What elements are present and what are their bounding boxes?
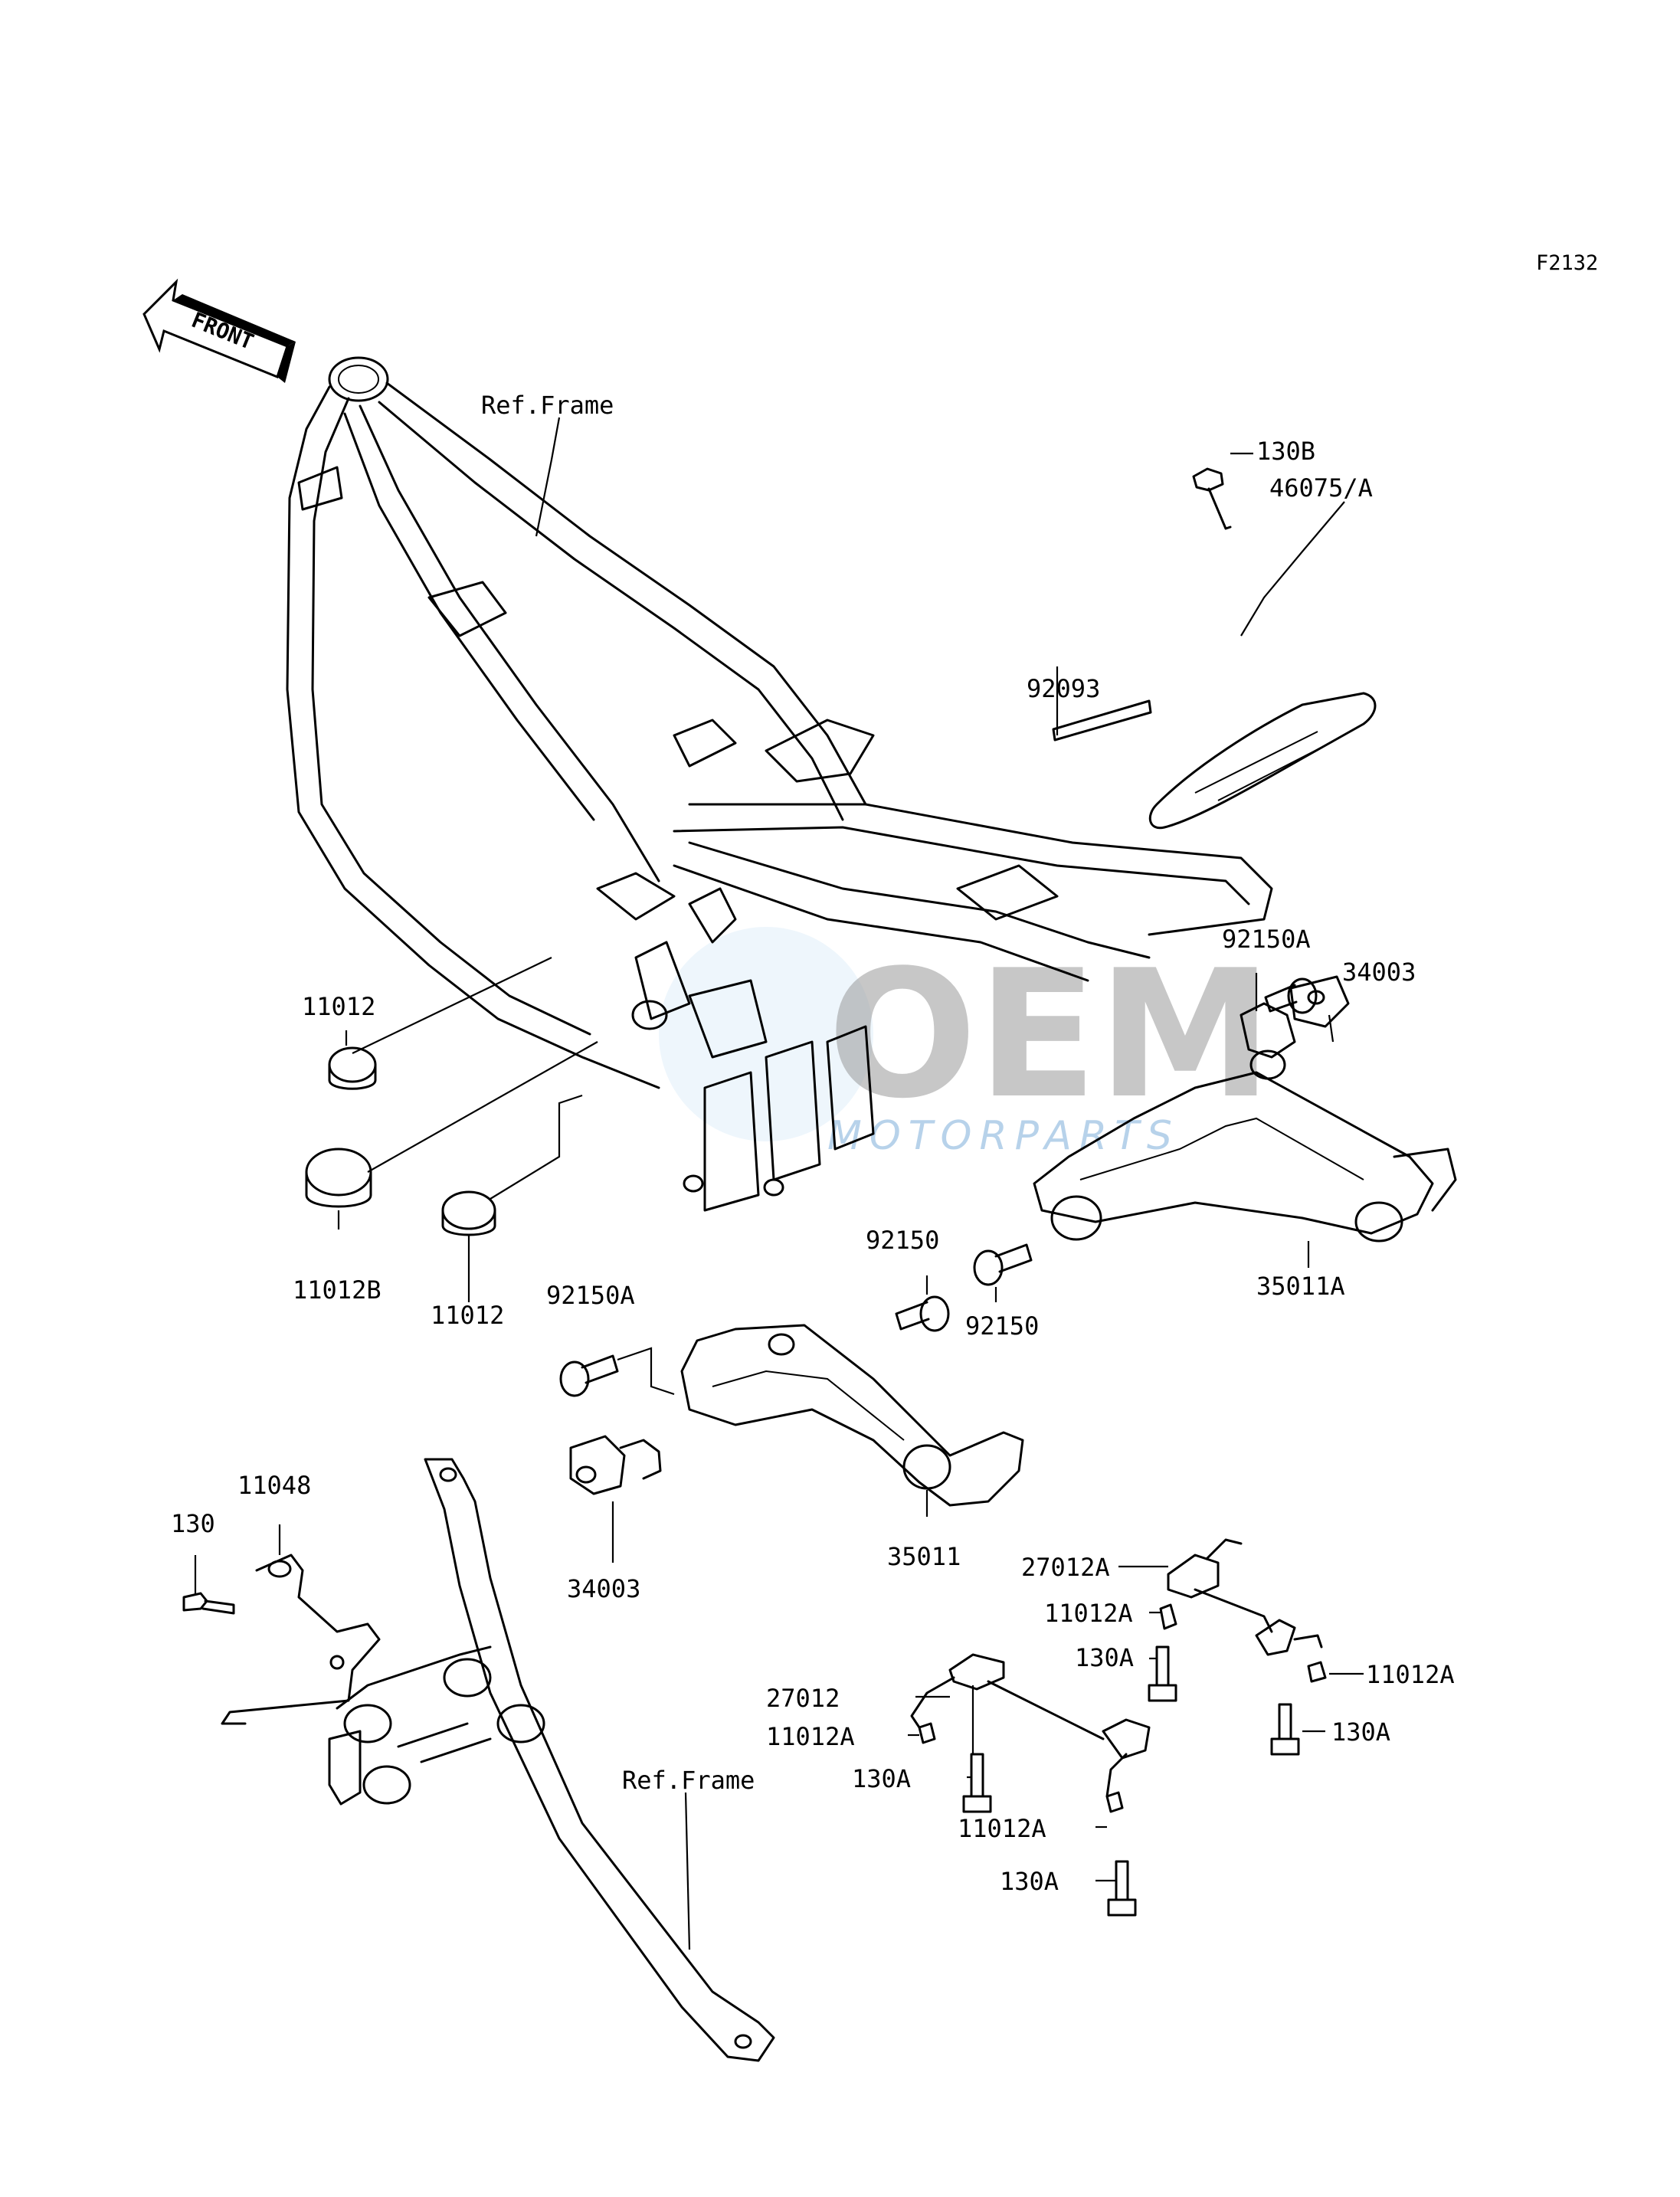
label-130A-b: 130A (1331, 1717, 1390, 1747)
label-35011: 35011 (887, 1542, 961, 1571)
bolt-130A-icons (962, 1645, 1300, 1917)
frame-drawing (286, 356, 1273, 1212)
label-11012B: 11012B (293, 1275, 382, 1305)
label-11012-mid: 11012 (431, 1301, 504, 1330)
bolt-92150-right-icon (973, 1243, 1033, 1286)
label-11012A-a: 11012A (1044, 1599, 1133, 1628)
plug-11012B-icon (305, 1148, 372, 1208)
label-11048: 11048 (237, 1471, 311, 1500)
label-11012A-c: 11012A (766, 1722, 855, 1751)
label-92150-bottom: 92150 (965, 1311, 1039, 1341)
plug-11012-left-icon (328, 1046, 377, 1090)
label-130A-c: 130A (852, 1764, 911, 1793)
label-34003-left: 34003 (567, 1574, 640, 1603)
label-130A-d: 130A (1000, 1867, 1059, 1896)
label-34003-right: 34003 (1342, 958, 1416, 987)
label-ref-frame-top: Ref.Frame (481, 391, 614, 420)
label-130: 130 (171, 1509, 215, 1538)
frame-rail (424, 1458, 775, 2062)
bolt-92150-mid-icon (895, 1295, 950, 1332)
bolt-130-icon (182, 1592, 235, 1615)
part-labels: Ref.Frame 130B 46075/A 92093 92150A 3400… (171, 391, 1455, 1896)
part-11048 (221, 1554, 545, 1806)
label-ref-frame-bottom: Ref.Frame (622, 1766, 755, 1795)
part-35011 (569, 1324, 1024, 1507)
label-27012A: 27012A (1021, 1553, 1110, 1582)
label-92150A-right: 92150A (1222, 925, 1311, 954)
label-92150A-left: 92150A (546, 1281, 635, 1310)
label-11012A-b: 11012A (1366, 1660, 1455, 1689)
cap-11012A-icons (918, 1603, 1327, 1813)
watermark: OEM MOTORPARTS (659, 927, 1273, 1159)
label-130A-a: 130A (1075, 1643, 1134, 1672)
front-arrow-icon: FRONT (142, 278, 296, 383)
watermark-brand: OEM (827, 933, 1273, 1138)
watermark-globe-icon (659, 927, 873, 1141)
part-46075 (1052, 467, 1377, 830)
watermark-sub: MOTORPARTS (827, 1113, 1180, 1159)
figure-code: F2132 (1536, 251, 1598, 275)
label-92093: 92093 (1027, 674, 1100, 703)
bolt-92150A-left-icon (559, 1354, 619, 1397)
bolt-92150A-right-icon (1264, 977, 1318, 1014)
part-35011A (1033, 975, 1457, 1243)
label-11012-left: 11012 (302, 992, 375, 1021)
part-27012A (1167, 1538, 1323, 1656)
label-11012A-d: 11012A (958, 1814, 1046, 1843)
label-92150-top: 92150 (866, 1226, 939, 1255)
plug-11012-mid-icon (441, 1190, 496, 1236)
part-27012 (910, 1653, 1151, 1798)
label-27012: 27012 (766, 1684, 840, 1713)
leader-lines (194, 417, 1364, 1950)
label-46075A: 46075/A (1269, 473, 1373, 503)
label-35011A: 35011A (1256, 1272, 1345, 1301)
label-130B: 130B (1256, 437, 1315, 466)
